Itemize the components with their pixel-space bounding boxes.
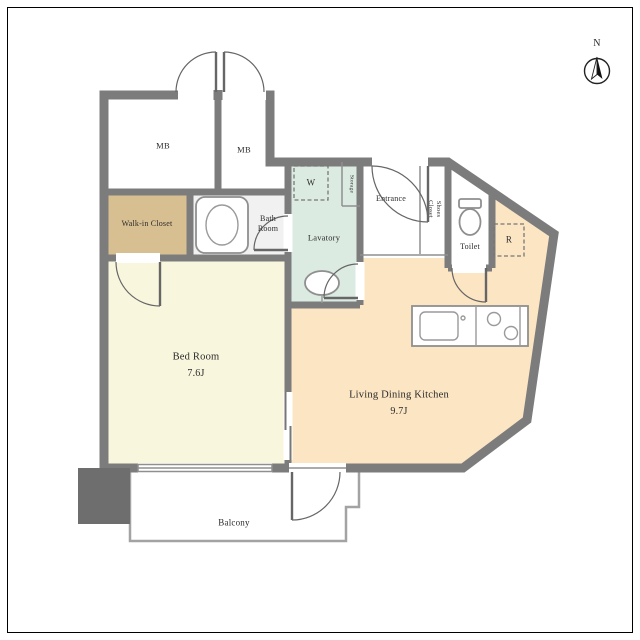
- ldk-size: 9.7J: [390, 405, 408, 417]
- refrigerator-label: R: [505, 234, 513, 245]
- bath-door-arc: [253, 215, 289, 252]
- stove-burner-icon: [486, 311, 502, 327]
- walk-in-closet-floor: [104, 192, 190, 258]
- ldk-label: Living Dining Kitchen: [349, 389, 449, 401]
- bedroom-sliding-door: [284, 392, 292, 460]
- mb1-label: MB: [156, 140, 170, 151]
- stove-burner-icon: [503, 325, 519, 341]
- lavatory-label: Lavatory: [307, 232, 341, 243]
- entrance-label: Entrance: [375, 194, 407, 203]
- mb-door-arc: [175, 51, 218, 93]
- washer-label: W: [306, 177, 316, 188]
- bedroom-floor: [104, 258, 288, 468]
- bathtub-icon: [195, 196, 249, 254]
- storage-label: Storage: [348, 174, 355, 194]
- refrigerator-area: [493, 223, 525, 257]
- balcony-railing: [128, 472, 361, 543]
- shoes-closet-label: Shoes Closet: [427, 200, 443, 218]
- entrance-door-arc: [371, 165, 430, 223]
- compass-label: N: [593, 37, 601, 49]
- page-border: [7, 7, 633, 633]
- balcony-door-arc: [290, 471, 341, 521]
- kitchen-counter: [411, 305, 529, 347]
- balcony-label: Balcony: [218, 517, 250, 528]
- toilet-label: Toilet: [460, 242, 480, 251]
- bedroom-label: Bed Room: [172, 351, 220, 363]
- bedroom-size: 7.6J: [187, 367, 205, 379]
- door-arcs: [115, 51, 488, 521]
- lavatory-door-arc: [323, 263, 359, 300]
- mb-door-arc: [222, 51, 265, 93]
- walk-in-closet-label: Walk-in Closet: [121, 219, 173, 228]
- walk-in-closet-door-arc: [115, 261, 162, 307]
- toilet-door-arc: [451, 267, 488, 303]
- bedroom-window: [137, 463, 273, 473]
- washing-machine-area: [293, 165, 329, 201]
- storage-area: [341, 162, 360, 207]
- mb2-label: MB: [237, 144, 251, 155]
- bath-room-label: Bath Room: [257, 214, 279, 233]
- column: [78, 468, 130, 524]
- compass-icon: [583, 56, 611, 85]
- toilet-icon: [458, 198, 482, 236]
